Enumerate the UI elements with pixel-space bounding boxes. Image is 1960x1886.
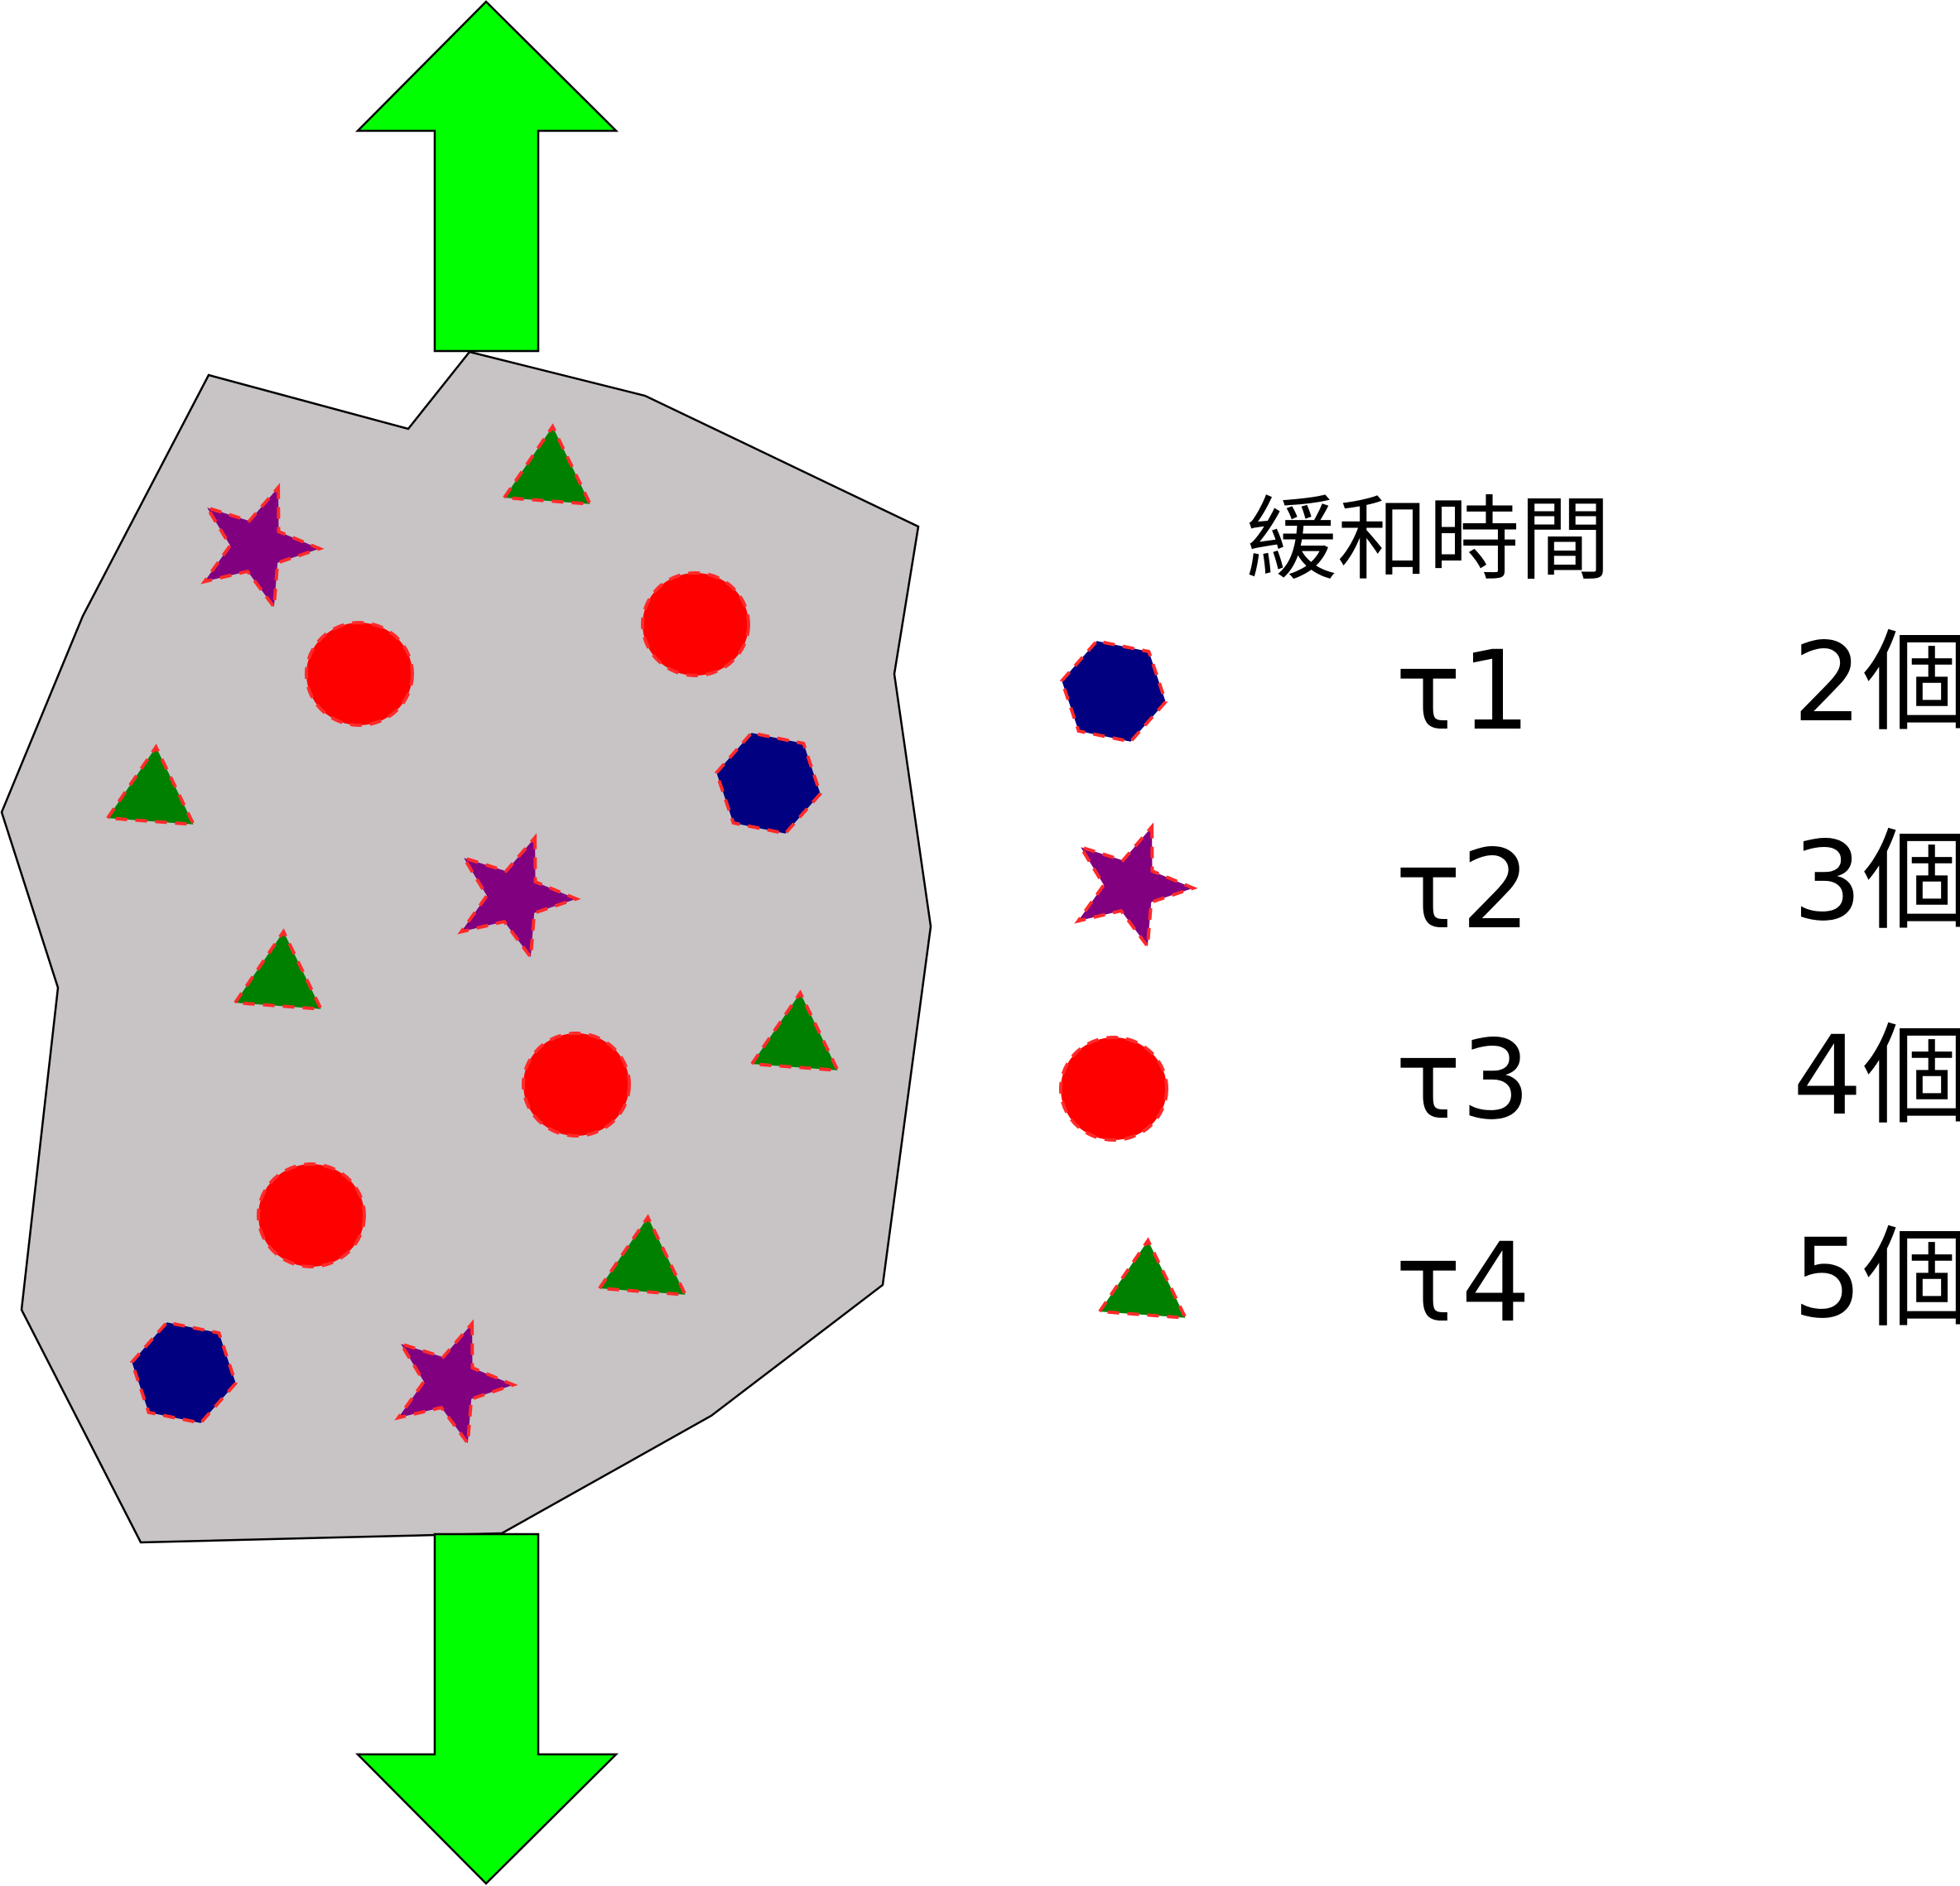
particle-star-2 <box>200 483 325 612</box>
particle-circle-4 <box>641 571 750 677</box>
particle-circle-11 <box>257 1162 366 1268</box>
legend-count-tau2: 3個 <box>1793 818 1960 945</box>
particle-star-7 <box>457 833 581 962</box>
particle-triangle-9 <box>749 989 840 1072</box>
legend-symbol-triangle <box>1096 1237 1188 1320</box>
legend-label-tau2: τ2 <box>1395 826 1530 954</box>
stretch-arrow-up <box>354 0 619 353</box>
legend-count-tau4: 5個 <box>1793 1215 1960 1343</box>
stretch-arrow-down <box>354 1532 619 1885</box>
particle-triangle-1 <box>501 423 593 506</box>
particle-hexagon-5 <box>715 731 822 835</box>
particle-star-14 <box>394 1319 518 1448</box>
legend-heading: 緩和時間 <box>1246 487 1611 593</box>
particle-circle-10 <box>522 1032 631 1138</box>
legend-label-tau1: τ1 <box>1395 628 1530 755</box>
legend-label-tau3: τ3 <box>1395 1017 1530 1144</box>
particle-circle-3 <box>305 621 414 727</box>
legend-symbols-group <box>1059 639 1198 1320</box>
particle-triangle-6 <box>104 743 196 826</box>
legend-count-tau1: 2個 <box>1793 619 1960 747</box>
particle-hexagon-13 <box>130 1321 238 1425</box>
legend-label-tau4: τ4 <box>1395 1220 1530 1347</box>
particle-triangle-12 <box>596 1214 688 1297</box>
particles-group <box>104 423 840 1448</box>
legend-symbol-star <box>1074 822 1198 951</box>
particle-triangle-8 <box>232 928 324 1011</box>
legend-symbol-circle <box>1059 1036 1168 1142</box>
legend-symbol-hexagon <box>1060 639 1168 743</box>
legend-count-tau3: 4個 <box>1793 1013 1960 1140</box>
